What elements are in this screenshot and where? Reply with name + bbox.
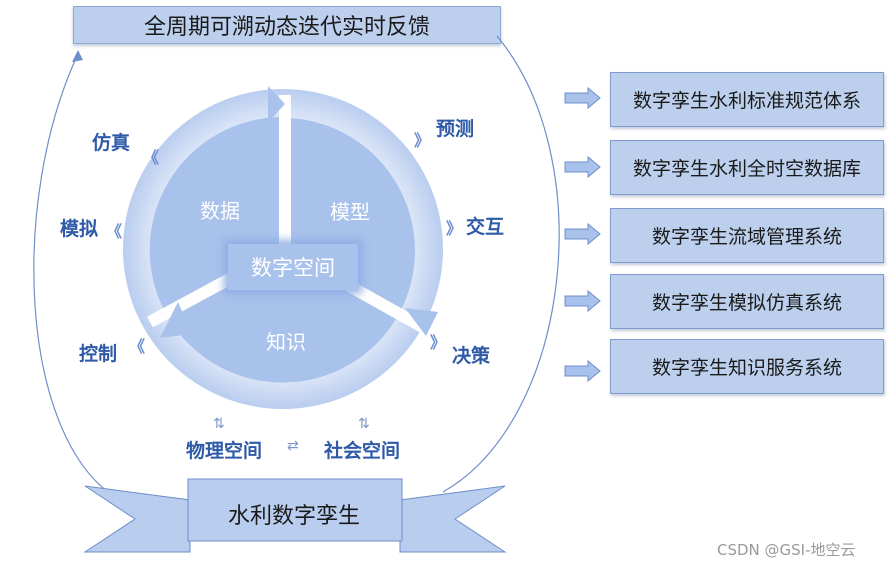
op-predict: 预测 — [436, 114, 474, 141]
system-label: 数字孪生模拟仿真系统 — [651, 292, 842, 314]
updown-arrow-icon: ⇅ — [213, 416, 225, 432]
op-label-model-sim: 模拟 — [60, 218, 99, 240]
chevron-left-icon: 《 — [143, 148, 160, 167]
chevron-left-icon: 《 — [106, 222, 123, 241]
op-interact: 交互 — [466, 212, 504, 239]
chevron-left-icon: 《 — [129, 337, 146, 356]
op-control: 控制 — [79, 339, 117, 366]
ring-arrow-left — [160, 302, 192, 338]
op-label-interact: 交互 — [466, 216, 505, 238]
social-space-label: 社会空间 — [324, 440, 401, 462]
leftright-arrow-icon: ⇄ — [287, 438, 299, 454]
digital-space-label: 数字空间 — [251, 256, 335, 280]
watermark: CSDN @GSI-地空云 — [717, 541, 856, 559]
system-box-database: 数字孪生水利全时空数据库 — [610, 140, 884, 195]
chevron-right-icon: 》 — [430, 333, 447, 352]
feedback-arc-right — [442, 35, 560, 493]
system-label: 数字孪生流域管理系统 — [651, 226, 842, 248]
op-label-predict: 预测 — [436, 118, 475, 140]
banner-main — [187, 478, 403, 542]
system-label: 数字孪生水利标准规范体系 — [632, 90, 861, 112]
side-arrow-4 — [564, 289, 601, 313]
updown-arrow-icon: ⇅ — [358, 416, 370, 432]
op-model-sim: 模拟 — [60, 214, 98, 241]
system-label: 数字孪生知识服务系统 — [651, 357, 842, 379]
chevron-right-icon: 》 — [446, 219, 463, 238]
segment-label-data: 数据 — [200, 199, 240, 223]
side-arrows — [564, 86, 601, 383]
ring-arrow-top — [268, 86, 285, 122]
op-label-control: 控制 — [79, 343, 118, 365]
op-label-simulate-true: 仿真 — [92, 132, 131, 154]
banner-ribbon-left — [83, 485, 191, 553]
system-label: 数字孪生水利全时空数据库 — [632, 158, 861, 180]
op-simulate-true: 仿真 — [92, 128, 130, 155]
system-box-simulation: 数字孪生模拟仿真系统 — [610, 274, 884, 329]
feedback-arc-left — [33, 53, 113, 496]
feedback-arc-left-arrowhead — [72, 50, 83, 62]
system-box-standards: 数字孪生水利标准规范体系 — [610, 72, 884, 127]
op-label-decide: 决策 — [452, 345, 491, 367]
side-arrow-5 — [564, 359, 601, 383]
physical-space-label: 物理空间 — [186, 440, 263, 462]
segment-label-model: 模型 — [330, 200, 370, 224]
chevron-right-icon: 》 — [414, 131, 431, 150]
op-decide: 决策 — [452, 341, 490, 368]
system-box-basin-management: 数字孪生流域管理系统 — [610, 208, 884, 263]
banner-label: 水利数字孪生 — [228, 504, 361, 529]
banner-ribbon-right — [399, 485, 507, 553]
side-arrow-3 — [564, 222, 601, 246]
title-text: 全周期可溯动态迭代实时反馈 — [143, 15, 430, 40]
segment-label-knowledge: 知识 — [266, 330, 306, 354]
side-arrow-2 — [564, 155, 601, 179]
digital-space-box: 数字空间 — [228, 244, 358, 290]
side-arrow-1 — [564, 86, 601, 110]
system-box-knowledge-service: 数字孪生知识服务系统 — [610, 339, 884, 394]
title-box: 全周期可溯动态迭代实时反馈 — [73, 6, 501, 44]
ring-arrow-right — [405, 308, 438, 336]
